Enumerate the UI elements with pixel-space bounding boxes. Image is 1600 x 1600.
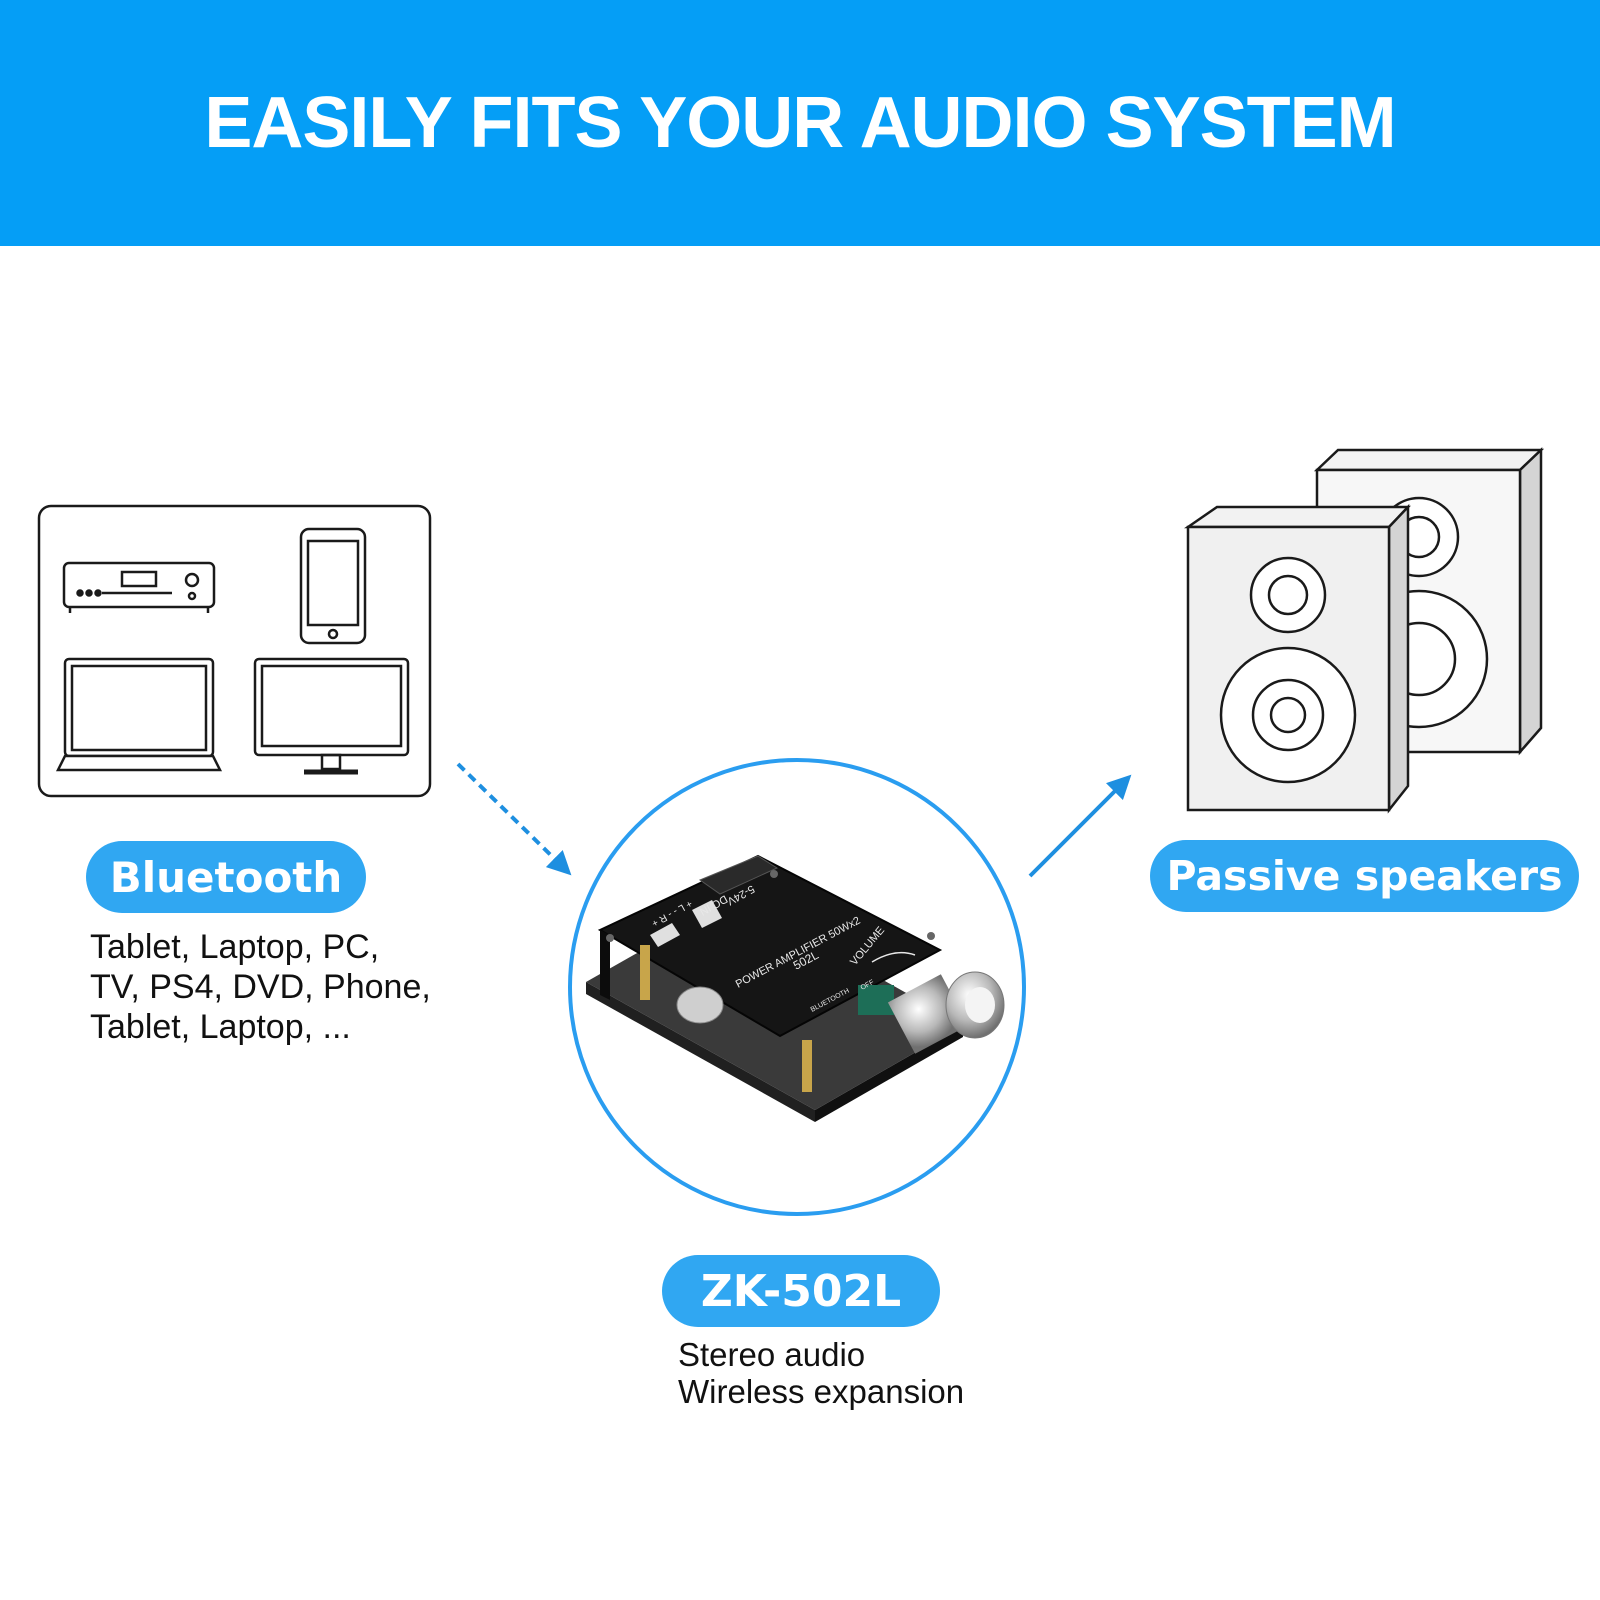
volume-knob — [887, 971, 1005, 1054]
laptop-icon — [55, 657, 223, 772]
amp-to-speakers-arrow — [1028, 774, 1132, 878]
bluetooth-label: Bluetooth — [86, 841, 366, 913]
source-to-amp-arrow — [456, 762, 572, 876]
source-device-line: Tablet, Laptop, ... — [90, 1008, 351, 1046]
source-devices-panel — [37, 504, 432, 798]
speaker-pair-icon — [1183, 447, 1545, 814]
source-device-line: Tablet, Laptop, PC, — [90, 928, 380, 966]
source-device-list: Tablet, Laptop, PC, TV, PS4, DVD, Phone,… — [90, 927, 431, 1047]
amplifier-model-label: ZK-502L — [662, 1255, 940, 1327]
passive-speakers-label: Passive speakers — [1150, 840, 1579, 912]
page-title: EASILY FITS YOUR AUDIO SYSTEM — [204, 83, 1396, 163]
header-banner: EASILY FITS YOUR AUDIO SYSTEM — [0, 0, 1600, 246]
amplifier-board-image: POWER AMPLIFIER 50Wx2 502L VOLUME DC IN … — [586, 854, 1005, 1122]
amplifier-feature-line: Wireless expansion — [678, 1373, 965, 1410]
smartphone-icon — [299, 527, 367, 645]
amplifier-feature-line: Stereo audio — [678, 1336, 866, 1373]
dvd-player-icon — [62, 561, 216, 613]
monitor-icon — [253, 657, 410, 775]
source-device-line: TV, PS4, DVD, Phone, — [90, 968, 431, 1006]
amplifier-features: Stereo audio Wireless expansion — [678, 1336, 964, 1410]
